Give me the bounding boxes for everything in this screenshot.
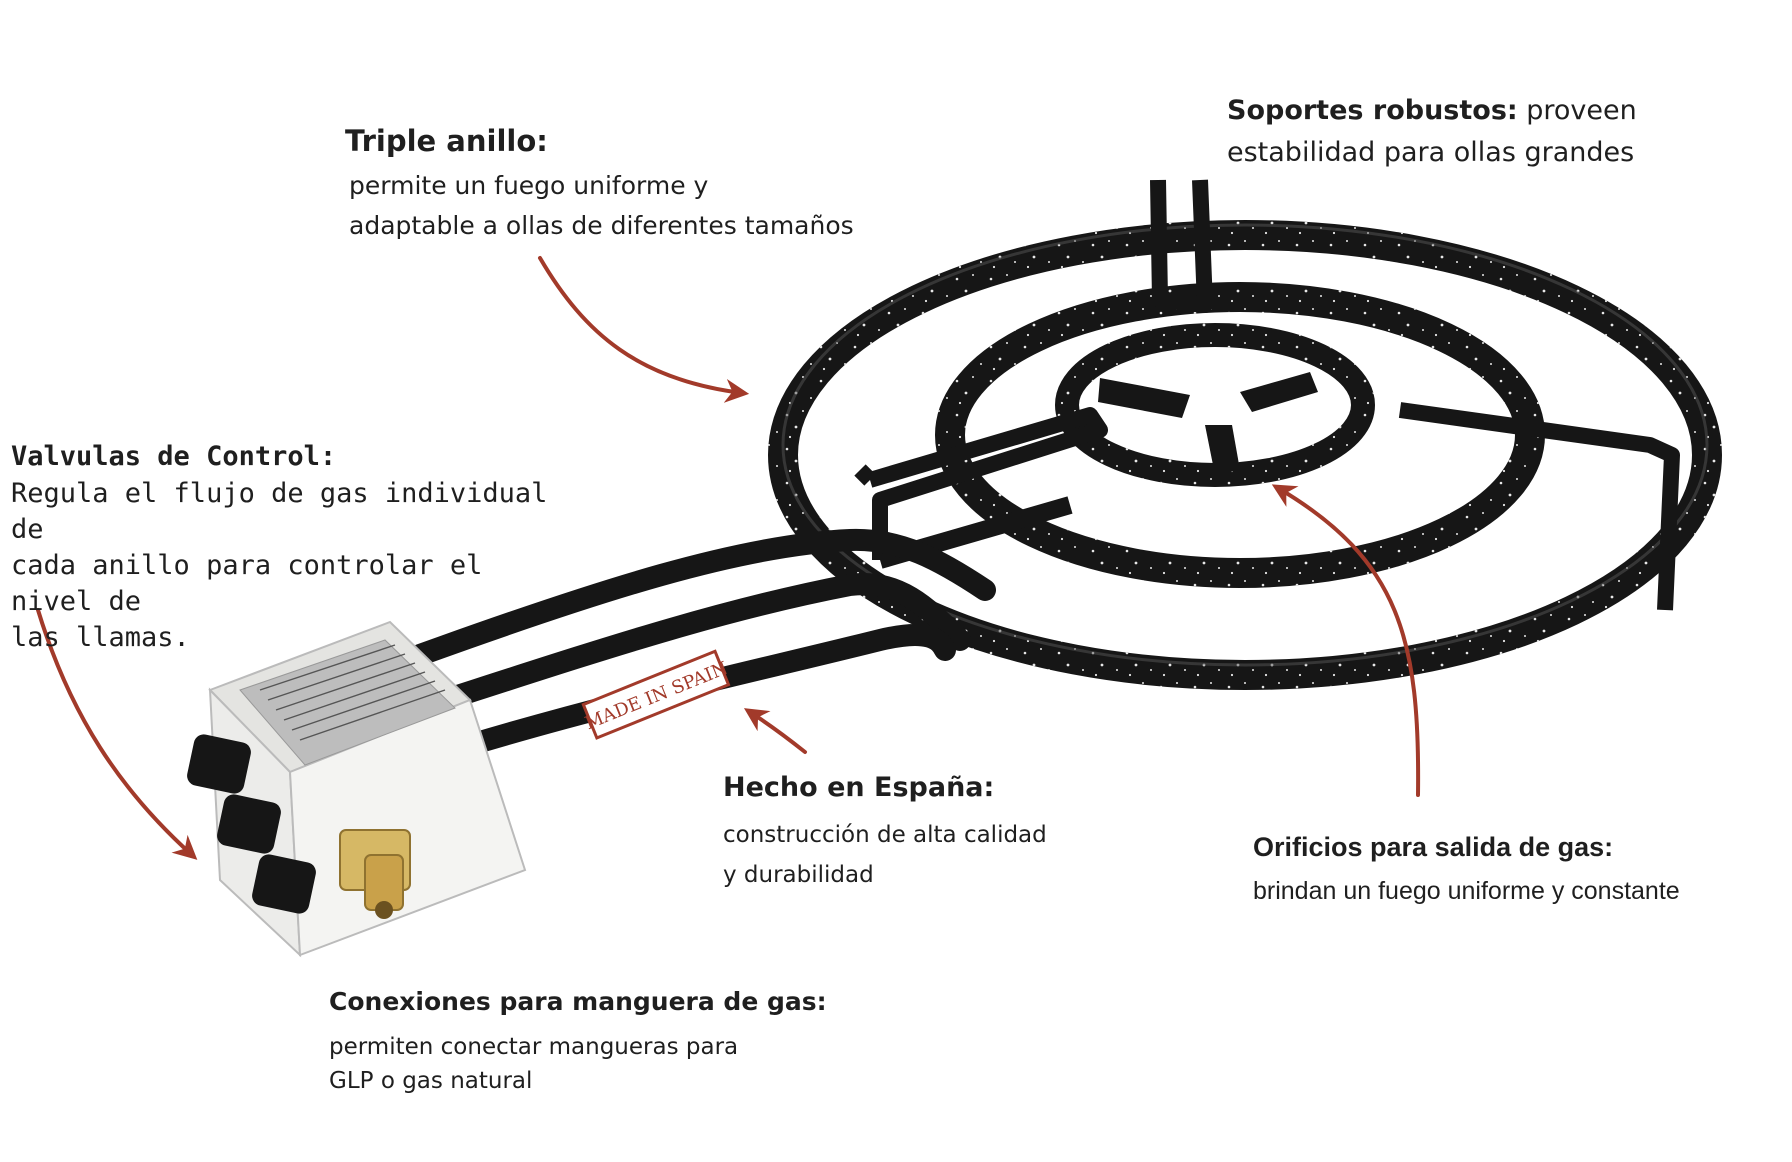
label-conexiones-manguera: Conexiones para manguera de gas: permite… — [329, 987, 889, 1098]
label-title: Orificios para salida de gas: — [1253, 832, 1614, 862]
label-line: y durabilidad — [723, 862, 874, 888]
label-line: adaptable a ollas de diferentes tamaños — [349, 211, 854, 240]
feed-pipes — [409, 528, 996, 756]
label-line: las llamas. — [11, 622, 190, 653]
arrow-hecho — [743, 708, 807, 754]
outer-ring — [768, 220, 1722, 690]
gas-connection — [339, 829, 411, 919]
arrows — [36, 256, 1421, 860]
arrow-valvulas — [36, 608, 198, 860]
label-title: Conexiones para manguera de gas: — [329, 987, 827, 1016]
label-line: Regula el flujo de gas individual de — [11, 478, 548, 545]
pot-supports — [854, 179, 1680, 611]
label-line: permiten conectar mangueras para — [329, 1034, 739, 1060]
label-title: Soportes robustos: — [1227, 95, 1518, 126]
arrow-triple — [538, 256, 750, 403]
center-spokes — [1098, 372, 1318, 475]
valve-knobs — [187, 734, 316, 914]
label-title: Valvulas de Control: — [11, 441, 337, 472]
label-line: permite un fuego uniforme y — [349, 171, 709, 200]
label-line: estabilidad para ollas grandes — [1227, 137, 1635, 168]
label-soportes-robustos: Soportes robustos: proveen estabilidad p… — [1227, 90, 1767, 174]
made-in-spain-plate: MADE IN SPAIN — [581, 649, 731, 740]
arrow-orificios — [1271, 484, 1421, 797]
label-orificios-gas: Orificios para salida de gas: brindan un… — [1253, 832, 1773, 906]
label-hecho-en-espana: Hecho en España: construcción de alta ca… — [723, 772, 1093, 895]
label-line: construcción de alta calidad — [723, 822, 1047, 848]
label-valvulas-control: Valvulas de Control: Regula el flujo de … — [11, 438, 571, 656]
label-line: GLP o gas natural — [329, 1068, 533, 1094]
label-triple-anillo: Triple anillo: permite un fuego uniforme… — [345, 124, 905, 246]
label-line: cada anillo para controlar el nivel de — [11, 550, 483, 617]
label-title: Triple anillo: — [345, 124, 548, 158]
label-line: brindan un fuego uniforme y constante — [1253, 877, 1680, 905]
label-line: proveen — [1517, 95, 1637, 126]
label-title: Hecho en España: — [723, 772, 995, 803]
